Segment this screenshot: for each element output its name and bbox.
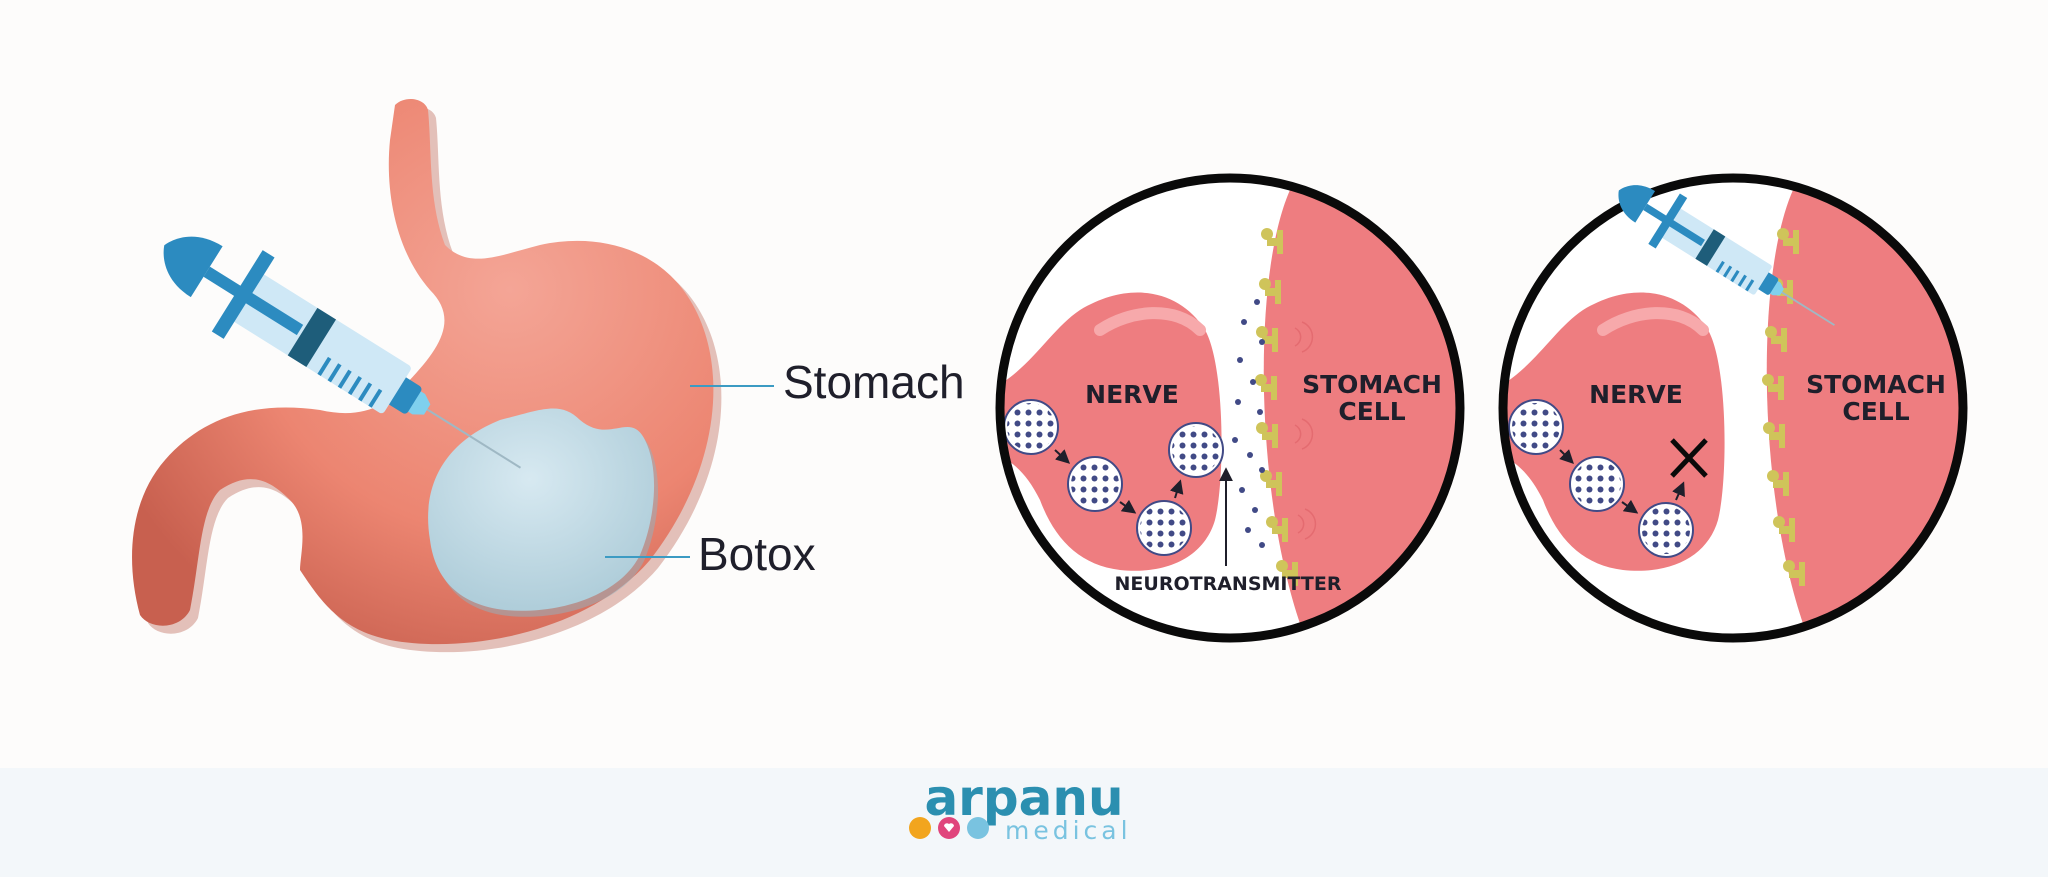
syringe-icon [1618, 185, 1835, 326]
stomach-cell-label-2b: CELL [1842, 397, 1909, 426]
botox-blob [428, 408, 659, 617]
nerve-label-2: NERVE [1589, 380, 1683, 409]
syringe-icon [163, 236, 522, 469]
brand-name: arpanu [924, 769, 1123, 827]
neurotransmitter-label: NEUROTRANSMITTER [1115, 573, 1342, 595]
stomach-illustration: Stomach Botox [132, 98, 965, 653]
footer-band [0, 768, 2048, 877]
nerve-terminal [1503, 292, 1725, 571]
neurotransmitter-dots [1232, 299, 1265, 548]
nerve-label-1: NERVE [1085, 380, 1179, 409]
botox-label: Botox [698, 528, 816, 580]
vesicles [1003, 399, 1224, 556]
vesicle-arrows [1559, 449, 1685, 514]
panel-border-1 [995, 173, 1465, 643]
brand-sub: medical [1005, 816, 1132, 845]
synapse-panel-blocked: NERVE STOMACH CELL [1498, 173, 1968, 643]
synapse-panel-normal: NERVE STOMACH CELL NEUROTRANSMITTER [995, 173, 1465, 643]
stomach-cell-label-2a: STOMACH [1806, 370, 1946, 399]
stomach-label: Stomach [783, 356, 965, 408]
stomach-cell-label-1a: STOMACH [1302, 370, 1442, 399]
vesicles [1508, 399, 1694, 558]
cross-icon [1670, 438, 1708, 478]
receptors [1255, 228, 1298, 586]
brand-logo-icon [909, 817, 989, 839]
stomach-cell-label-1b: CELL [1338, 397, 1405, 426]
panel-border-2 [1498, 173, 1968, 643]
brand-logo: arpanu medical [909, 769, 1132, 845]
vesicle-arrows [1054, 449, 1184, 514]
